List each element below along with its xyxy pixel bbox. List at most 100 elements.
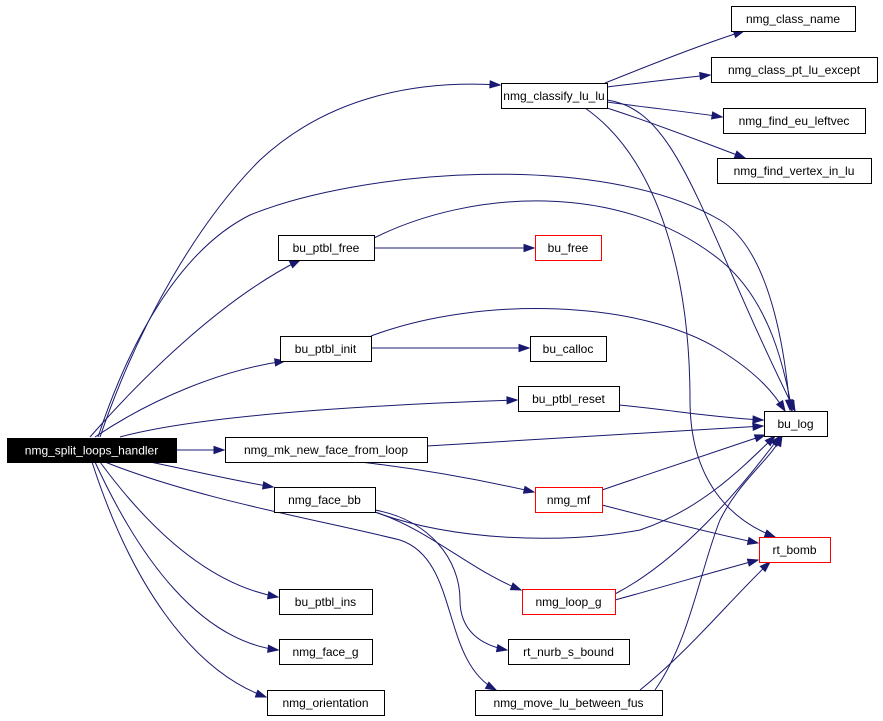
- node-label: bu_ptbl_ins: [295, 595, 356, 609]
- arrowhead-icon: [763, 529, 777, 538]
- arrowhead-icon: [746, 558, 760, 567]
- edge-mk_new_face-to-bu_log: [426, 422, 765, 447]
- edge-line: [94, 360, 286, 438]
- arrowhead-icon: [786, 399, 795, 413]
- node-label: nmg_mf: [547, 493, 591, 507]
- node-label: nmg_split_loops_handler: [25, 444, 158, 458]
- arrowhead-icon: [213, 445, 226, 455]
- edges-layer: [89, 30, 796, 698]
- edge-root-to-bu_ptbl_ins: [99, 461, 280, 600]
- edge-line: [584, 107, 776, 538]
- edge-line: [99, 461, 279, 598]
- arrowhead-icon: [266, 591, 280, 600]
- edge-line: [94, 461, 279, 651]
- edge-line: [374, 509, 508, 651]
- node-bu-calloc[interactable]: bu_calloc: [530, 336, 607, 362]
- arrowhead-icon: [775, 399, 786, 413]
- node-label: nmg_find_vertex_in_lu: [734, 164, 855, 178]
- node-find-eu-leftvec[interactable]: nmg_find_eu_leftvec: [723, 108, 866, 134]
- edge-line: [614, 435, 781, 595]
- edge-line: [373, 200, 793, 412]
- edge-root-to-classify_lu_lu: [99, 80, 502, 438]
- node-box: [530, 336, 607, 362]
- arrowhead-icon: [752, 422, 765, 431]
- nodes-layer: nmg_split_loops_handler nmg_classify_lu_l…: [7, 6, 878, 716]
- node-label: rt_nurb_s_bound: [523, 645, 614, 659]
- node-label: nmg_face_bb: [288, 493, 361, 507]
- edge-bu_ptbl_free-to-bu_log: [373, 200, 795, 413]
- node-box: [475, 690, 663, 716]
- arrowhead-icon: [523, 243, 536, 253]
- node-move-lu[interactable]: nmg_move_lu_between_fus: [475, 690, 663, 716]
- node-root[interactable]: nmg_split_loops_handler: [7, 438, 177, 463]
- node-box: [279, 639, 373, 665]
- node-label: nmg_face_g: [292, 645, 358, 659]
- node-bu-ptbl-reset[interactable]: bu_ptbl_reset: [518, 386, 620, 412]
- arrowhead-icon: [261, 481, 275, 490]
- edge-nmg_mf-to-rt_bomb: [601, 504, 760, 545]
- arrowhead-icon: [746, 536, 760, 545]
- arrowhead-icon: [699, 71, 712, 81]
- node-box: [711, 57, 878, 83]
- edge-line: [374, 435, 776, 539]
- node-rt-bomb[interactable]: rt_bomb: [759, 537, 831, 563]
- edge-line: [426, 425, 764, 447]
- node-mk-new-face[interactable]: nmg_mk_new_face_from_loop: [225, 437, 428, 463]
- node-class-pt-lu-except[interactable]: nmg_class_pt_lu_except: [711, 57, 878, 83]
- node-bu-ptbl-free[interactable]: bu_ptbl_free: [278, 235, 375, 261]
- edge-line: [606, 107, 746, 159]
- node-rt-nurb-s-bound[interactable]: rt_nurb_s_bound: [508, 639, 630, 665]
- edge-classify_lu_lu-to-class_pt_lu_except: [606, 71, 712, 88]
- arrowhead-icon: [733, 150, 747, 159]
- node-class-name[interactable]: nmg_class_name: [731, 6, 856, 32]
- node-orientation[interactable]: nmg_orientation: [267, 690, 385, 716]
- edge-line: [89, 259, 301, 438]
- node-face-g[interactable]: nmg_face_g: [279, 639, 373, 665]
- node-find-vertex-in-lu[interactable]: nmg_find_vertex_in_lu: [717, 158, 872, 184]
- arrowhead-icon: [752, 415, 765, 424]
- arrowhead-icon: [254, 689, 268, 698]
- node-label: nmg_find_eu_leftvec: [739, 114, 850, 128]
- node-label: bu_ptbl_free: [293, 241, 360, 255]
- node-box: [759, 537, 831, 563]
- arrowhead-icon: [753, 434, 767, 443]
- node-label: bu_ptbl_init: [295, 342, 357, 356]
- edge-classify_lu_lu-to-class_name: [604, 30, 746, 84]
- node-box: [508, 639, 630, 665]
- node-bu-log[interactable]: bu_log: [764, 411, 828, 437]
- node-nmg-mf[interactable]: nmg_mf: [535, 487, 603, 513]
- edge-line: [374, 511, 522, 591]
- node-box: [280, 336, 372, 362]
- arrowhead-icon: [522, 485, 536, 494]
- edge-classify_lu_lu-to-find_vertex_in_lu: [606, 107, 747, 159]
- edge-line: [601, 504, 759, 544]
- edge-bu_ptbl_init-to-bu_calloc: [371, 343, 531, 353]
- node-label: nmg_class_pt_lu_except: [728, 63, 861, 77]
- node-box: [535, 235, 602, 261]
- node-bu-ptbl-init[interactable]: bu_ptbl_init: [280, 336, 372, 362]
- edge-move_lu-to-bu_log: [654, 434, 783, 691]
- edge-root-to-face_bb: [149, 461, 275, 490]
- node-bu-ptbl-ins[interactable]: bu_ptbl_ins: [279, 589, 373, 615]
- edge-line: [614, 559, 759, 601]
- node-loop-g[interactable]: nmg_loop_g: [522, 589, 616, 615]
- node-box: [267, 690, 385, 716]
- edge-mk_new_face-to-nmg_mf: [359, 461, 536, 494]
- node-bu-free[interactable]: bu_free: [535, 235, 602, 261]
- node-label: nmg_class_name: [746, 12, 840, 26]
- edge-line: [606, 101, 723, 118]
- node-box: [522, 589, 616, 615]
- edge-line: [104, 461, 497, 691]
- node-label: bu_log: [777, 417, 813, 431]
- node-label: bu_ptbl_reset: [532, 392, 605, 406]
- arrowhead-icon: [773, 434, 783, 448]
- node-label: rt_bomb: [772, 543, 816, 557]
- node-box: [535, 487, 603, 513]
- arrowhead-icon: [288, 259, 302, 269]
- edge-root-to-bu_ptbl_free: [89, 259, 302, 438]
- edge-root-to-face_g: [94, 461, 280, 653]
- arrowhead-icon: [495, 643, 509, 653]
- node-classify-lu-lu[interactable]: nmg_classify_lu_lu: [501, 83, 608, 109]
- node-face-bb[interactable]: nmg_face_bb: [274, 487, 376, 513]
- edge-classify_lu_lu-to-rt_bomb: [584, 107, 777, 538]
